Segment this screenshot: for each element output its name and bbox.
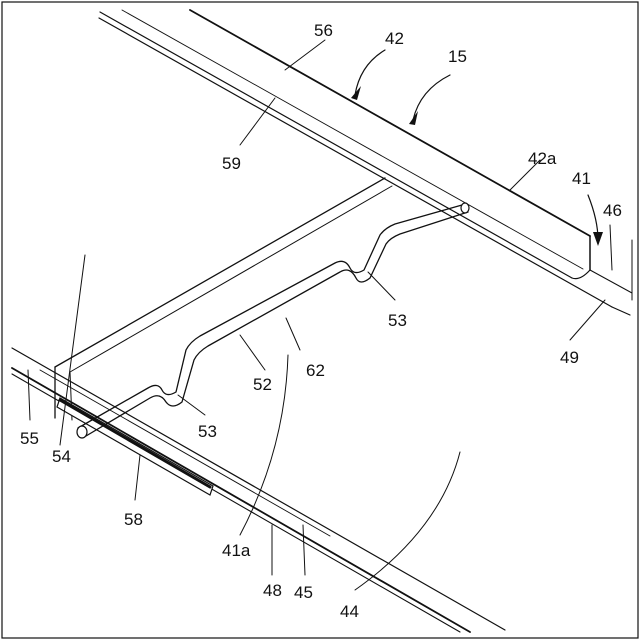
label-53-right: 53 xyxy=(388,311,407,330)
label-56: 56 xyxy=(314,21,333,40)
label-58: 58 xyxy=(124,510,143,529)
leader-lines xyxy=(28,40,612,590)
panel-wall-41a xyxy=(55,178,392,420)
label-62: 62 xyxy=(306,361,325,380)
arrow-head-15 xyxy=(409,111,418,125)
label-42a: 42a xyxy=(528,149,557,168)
leader-arrows xyxy=(351,50,603,246)
label-46: 46 xyxy=(603,201,622,220)
label-42: 42 xyxy=(385,29,404,48)
label-44: 44 xyxy=(340,602,359,621)
arrow-head-41 xyxy=(593,232,603,246)
label-54: 54 xyxy=(52,447,71,466)
label-55: 55 xyxy=(20,429,39,448)
label-41: 41 xyxy=(572,169,591,188)
label-53-left: 53 xyxy=(198,422,217,441)
label-52: 52 xyxy=(253,375,272,394)
wire-end-right xyxy=(461,203,469,213)
label-48: 48 xyxy=(263,581,282,600)
label-15: 15 xyxy=(448,47,467,66)
bar-58 xyxy=(57,398,213,495)
label-59: 59 xyxy=(222,154,241,173)
label-41a: 41a xyxy=(222,541,251,560)
label-49: 49 xyxy=(560,348,579,367)
wire-end-left xyxy=(77,426,87,438)
label-45: 45 xyxy=(294,583,313,602)
